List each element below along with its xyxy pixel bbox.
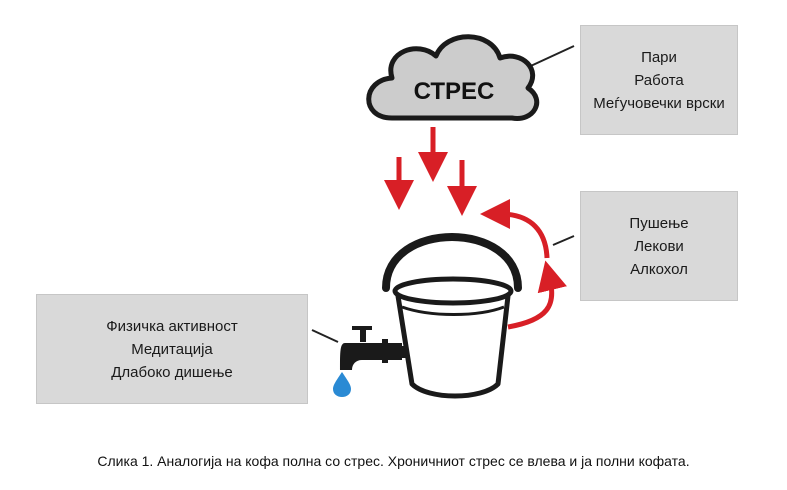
bad-coping-box: Пушење Лекови Алкохол bbox=[580, 191, 738, 301]
healthy-coping-item: Длабоко дишење bbox=[111, 363, 233, 381]
stress-sources-box: Пари Работа Меѓучовечки врски bbox=[580, 25, 738, 135]
stress-source-item: Работа bbox=[634, 71, 684, 89]
curved-arrow-lower-icon bbox=[507, 260, 567, 330]
stress-source-item: Пари bbox=[641, 48, 677, 66]
stress-cloud-label: СТРЕС bbox=[414, 78, 495, 105]
healthy-coping-box: Физичка активност Медитација Длабоко диш… bbox=[36, 294, 308, 404]
stress-cloud-icon: СТРЕС bbox=[366, 34, 540, 121]
bucket-icon bbox=[382, 233, 522, 399]
curved-arrow-upper-icon bbox=[480, 199, 550, 259]
figure-caption: Слика 1. Аналогија на кофа полна со стре… bbox=[97, 453, 690, 469]
healthy-coping-item: Физичка активност bbox=[106, 317, 238, 335]
recirculation-arrows bbox=[480, 199, 567, 330]
stress-inflow-arrows bbox=[384, 127, 477, 216]
bad-coping-item: Пушење bbox=[629, 214, 689, 232]
bad-coping-item: Лекови bbox=[634, 237, 684, 255]
faucet-icon bbox=[340, 326, 407, 370]
water-drop-icon bbox=[333, 372, 351, 397]
connector-right bbox=[552, 235, 575, 246]
bad-coping-item: Алкохол bbox=[630, 260, 688, 278]
connector-left bbox=[311, 329, 339, 343]
stress-source-item: Меѓучовечки врски bbox=[593, 94, 725, 112]
healthy-coping-item: Медитација bbox=[131, 340, 213, 358]
